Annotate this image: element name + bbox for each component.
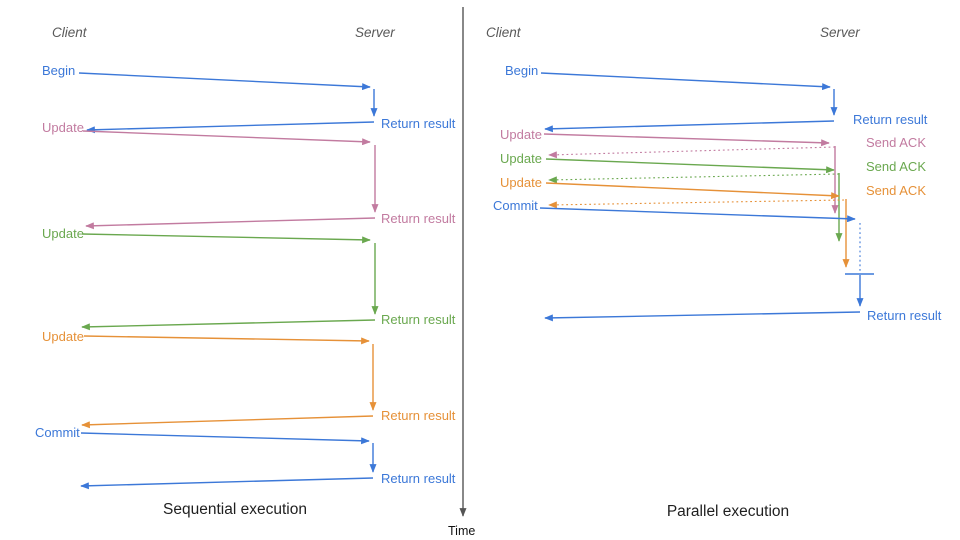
seq-begin-label: Begin bbox=[42, 63, 76, 78]
seq-commit-return-line bbox=[80, 477, 374, 490]
seq-begin-response-label: Return result bbox=[381, 116, 456, 131]
par-update1-request-line bbox=[543, 133, 830, 147]
seq-update1-request-line bbox=[82, 130, 371, 146]
par-update1-label: Update bbox=[500, 127, 542, 142]
seq-update2-label: Update bbox=[42, 226, 84, 241]
par-server-header: Server bbox=[820, 25, 860, 40]
par-update1-ack-label: Send ACK bbox=[866, 135, 926, 150]
par-commit-response-label: Return result bbox=[867, 308, 942, 323]
par-begin-label: Begin bbox=[505, 63, 539, 78]
seq-update3-label: Update bbox=[42, 329, 84, 344]
seq-update3-return-line bbox=[81, 415, 374, 429]
par-update3-request-line bbox=[545, 182, 840, 200]
par-update1-ack-line bbox=[548, 146, 836, 159]
par-update3-ack-line bbox=[548, 199, 845, 209]
seq-commit-label: Commit bbox=[35, 425, 80, 440]
seq-update2-response-label: Return result bbox=[381, 312, 456, 327]
par-update3-ack-label: Send ACK bbox=[866, 183, 926, 198]
par-begin-request-line bbox=[540, 72, 831, 91]
par-update2-ack-line bbox=[548, 173, 840, 184]
par-update2-request-line bbox=[545, 158, 835, 174]
par-begin-response-label: Return result bbox=[853, 112, 928, 127]
sequential-panel-title: Sequential execution bbox=[163, 501, 307, 518]
seq-update3-response-label: Return result bbox=[381, 408, 456, 423]
seq-client-header: Client bbox=[52, 25, 87, 40]
parallel-panel-arrows bbox=[539, 72, 874, 322]
par-update3-label: Update bbox=[500, 175, 542, 190]
par-commit-request-line bbox=[539, 207, 856, 223]
seq-update2-request-line bbox=[81, 233, 371, 244]
time-axis-label: Time bbox=[448, 524, 476, 538]
par-update2-ack-label: Send ACK bbox=[866, 159, 926, 174]
par-update2-label: Update bbox=[500, 151, 542, 166]
seq-update1-return-line bbox=[85, 217, 376, 230]
seq-update1-label: Update bbox=[42, 120, 84, 135]
seq-begin-request-line bbox=[78, 72, 371, 91]
seq-begin-return-line bbox=[86, 121, 375, 134]
seq-commit-response-label: Return result bbox=[381, 471, 456, 486]
seq-commit-request-line bbox=[80, 432, 370, 445]
seq-server-header: Server bbox=[355, 25, 395, 40]
par-commit-label: Commit bbox=[493, 198, 538, 213]
parallel-panel-title: Parallel execution bbox=[666, 503, 790, 520]
par-client-header: Client bbox=[486, 25, 521, 40]
par-begin-return-line bbox=[544, 120, 835, 133]
seq-update3-request-line bbox=[83, 335, 370, 345]
seq-update1-response-label: Return result bbox=[381, 211, 456, 226]
par-commit-return-line bbox=[544, 311, 861, 322]
seq-update2-return-line bbox=[81, 319, 376, 331]
sequential-panel-arrows bbox=[78, 72, 379, 490]
